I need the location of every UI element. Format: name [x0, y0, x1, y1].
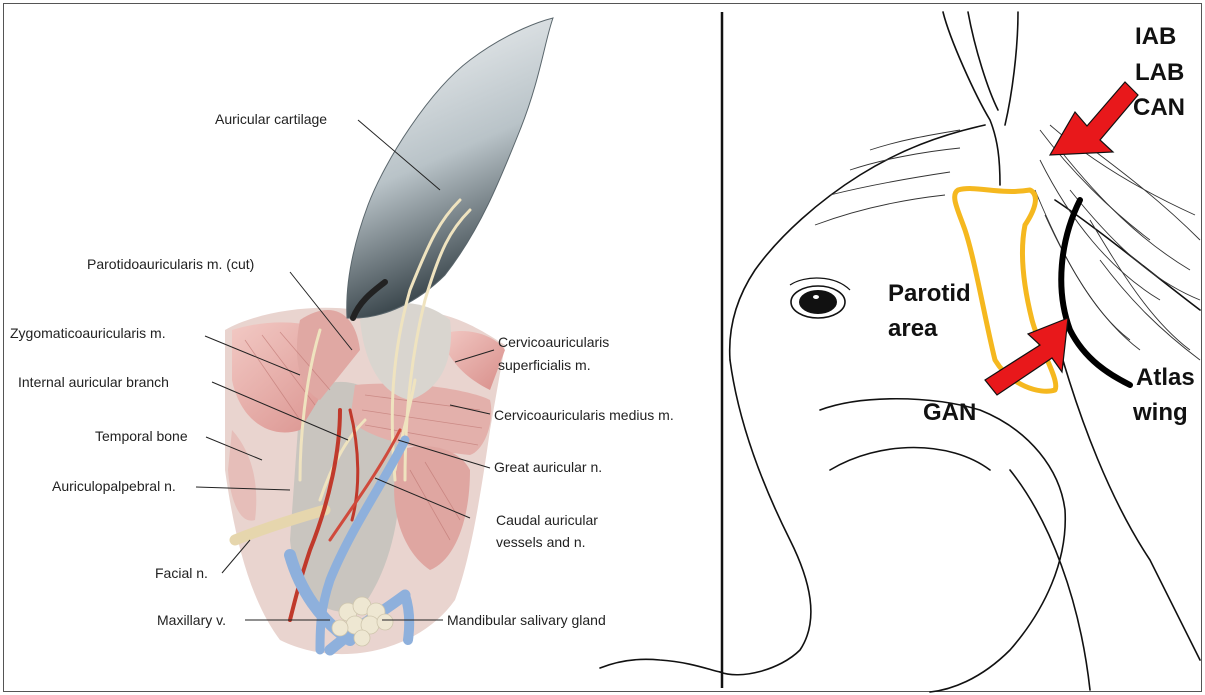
right-horse-panel: IAB LAB CAN Parotid area GAN Atlas wing — [600, 12, 1200, 692]
left-anatomy-panel: Auricular cartilage Parotidoauricularis … — [10, 18, 674, 654]
label-lab: LAB — [1135, 59, 1184, 86]
label-can: CAN — [1133, 94, 1185, 121]
label-facial: Facial n. — [155, 565, 208, 581]
label-parotid-line2: area — [888, 315, 938, 342]
label-auricular-cartilage: Auricular cartilage — [215, 111, 327, 127]
auricular-cartilage-shape — [347, 18, 553, 318]
label-caudal-auricular-line1: Caudal auricular — [496, 512, 598, 528]
horse-eye — [790, 278, 850, 318]
arrow-iab-lab-can — [1050, 82, 1138, 155]
label-atlas-line2: wing — [1132, 399, 1188, 426]
label-gan: GAN — [923, 399, 976, 426]
label-cervicoauricularis-medius: Cervicoauricularis medius m. — [494, 407, 674, 423]
label-great-auricular: Great auricular n. — [494, 459, 602, 475]
label-maxillary: Maxillary v. — [157, 612, 226, 628]
label-internal-auricular-branch: Internal auricular branch — [18, 374, 169, 390]
label-caudal-auricular-line2: vessels and n. — [496, 534, 586, 550]
label-auriculopalpebral: Auriculopalpebral n. — [52, 478, 176, 494]
mane-hatching — [815, 125, 1200, 360]
label-atlas-line1: Atlas — [1136, 364, 1195, 391]
label-mandibular-salivary-gland: Mandibular salivary gland — [447, 612, 606, 628]
label-cervicoauricularis-superficialis-line1: Cervicoauricularis — [498, 334, 609, 350]
label-parotidoauricularis: Parotidoauricularis m. (cut) — [87, 256, 254, 272]
atlas-wing-line — [1061, 200, 1130, 385]
label-iab: IAB — [1135, 23, 1176, 50]
label-zygomaticoauricularis: Zygomaticoauricularis m. — [10, 325, 166, 341]
label-parotid-line1: Parotid — [888, 280, 971, 307]
label-temporal-bone: Temporal bone — [95, 428, 188, 444]
label-cervicoauricularis-superficialis-line2: superficialis m. — [498, 357, 591, 373]
